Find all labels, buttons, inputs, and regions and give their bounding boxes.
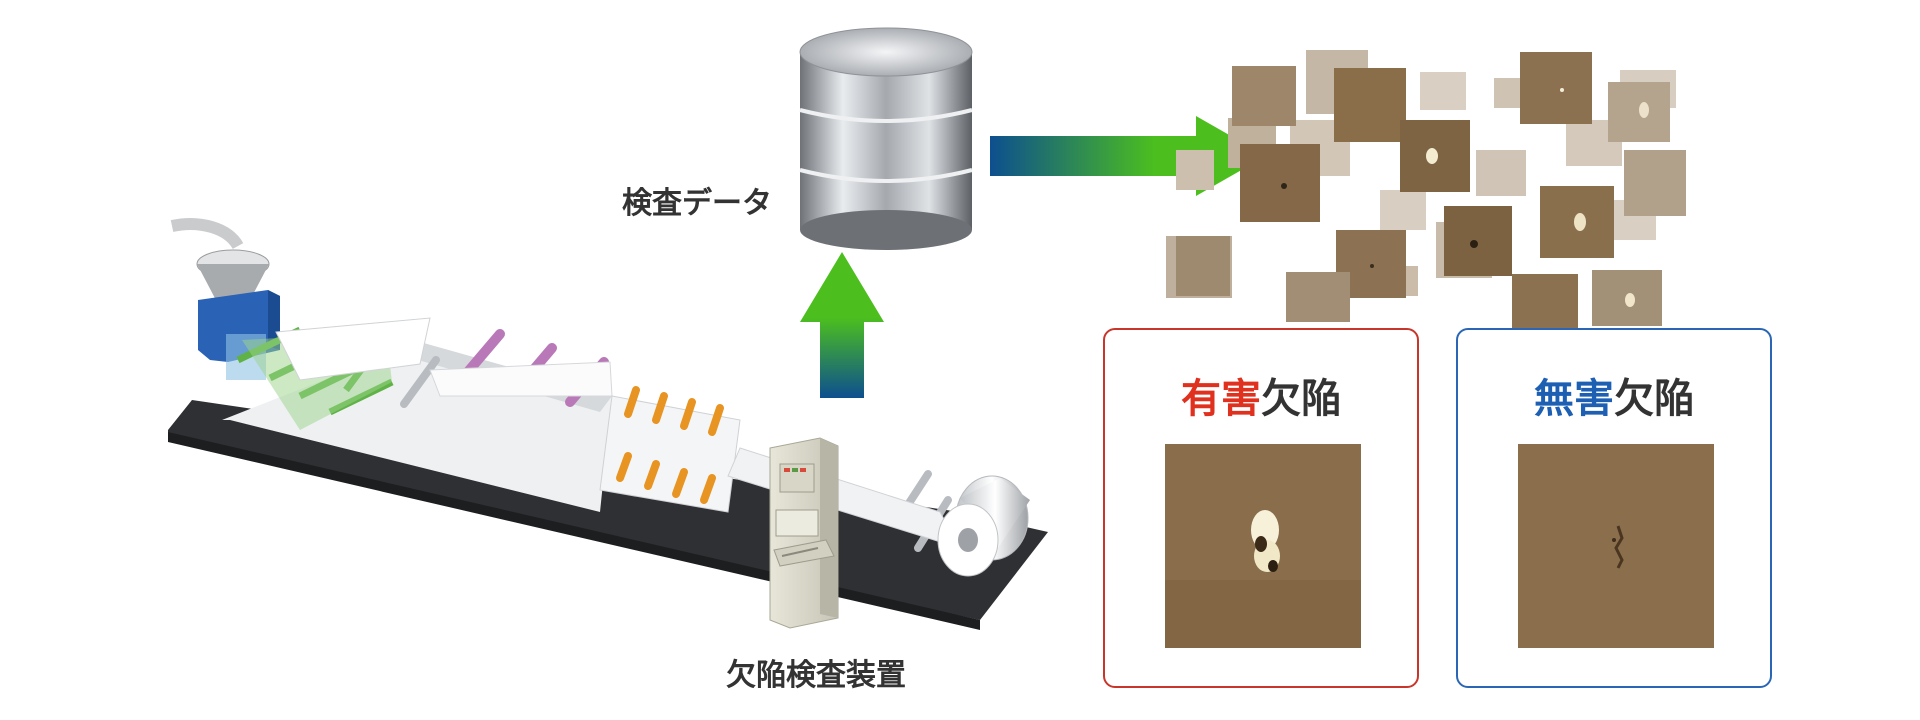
arrow-up-icon [800,252,884,398]
harmless-defect-sample-image [1518,444,1714,648]
orange-roller-stack [599,386,741,513]
production-line-illustration [168,218,1048,630]
database-cylinder-icon [799,27,973,250]
inspection-device-icon [769,437,839,629]
harmful-defect-title: 有害欠陥 [1105,366,1417,424]
harmful-defect-text: 欠陥 [1261,376,1341,422]
defect-sample-image [1165,444,1361,648]
harmless-accent-text: 無害 [1534,376,1614,422]
defect-sample-image [1518,444,1714,648]
defect-inspection-device-label: 欠陥検査装置 [726,658,906,693]
white-film-sheet [275,317,431,381]
harmful-defect-sample-image [1165,444,1361,648]
defect-image-collage [1166,50,1686,330]
product-roll [937,475,1030,577]
harmful-accent-text: 有害 [1181,376,1261,422]
harmless-defect-title: 無害欠陥 [1458,366,1770,424]
harmless-defect-card: 無害欠陥 [1456,328,1772,688]
duct-pipe [170,218,244,250]
harmless-defect-text: 欠陥 [1614,376,1694,422]
arrow-right-icon [990,116,1266,196]
harmful-defect-card: 有害欠陥 [1103,328,1419,688]
inspection-data-label: 検査データ [622,186,772,221]
